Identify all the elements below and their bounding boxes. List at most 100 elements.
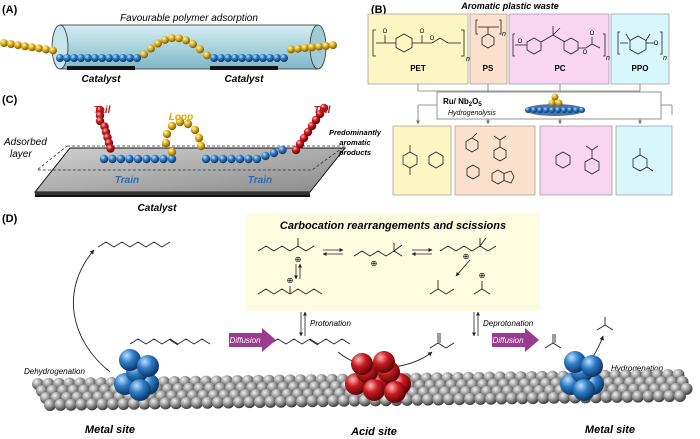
support-atom <box>159 397 172 410</box>
polymer-bead <box>245 54 253 62</box>
polymer-bead <box>329 41 337 50</box>
polymer-bead <box>182 36 190 45</box>
support-atom <box>275 395 287 408</box>
panel-b: (B) Aromatic plastic waste O O O n PET <box>329 1 673 196</box>
train-bead <box>108 154 117 164</box>
polymer-bead <box>112 54 120 62</box>
support-atom <box>317 395 329 408</box>
products-label-2: aromatic <box>339 138 371 147</box>
svg-text:Diffusion: Diffusion <box>229 336 261 345</box>
support-atom <box>531 107 537 113</box>
polymer-bead <box>266 54 274 62</box>
loop-bead <box>167 147 177 157</box>
polymer-bead <box>252 54 260 62</box>
catalyst-box: Ru/ Nb2O5 Hydrogenolysis <box>436 91 662 120</box>
support-atom <box>254 396 266 408</box>
polymer-bead <box>0 39 8 48</box>
support-atom <box>44 399 56 411</box>
panel-a-label: (A) <box>2 4 18 16</box>
support-atom <box>506 392 518 405</box>
acid-site-cluster <box>345 351 411 403</box>
polymer-bead <box>42 45 50 54</box>
support-atom <box>555 107 561 113</box>
support-atom <box>474 392 487 405</box>
tail-bead <box>291 145 301 155</box>
support-atom <box>327 394 340 407</box>
catalyst-formula-ru-nb: Ru/ Nb <box>443 97 469 106</box>
polymer-bead <box>189 40 197 49</box>
pc-label: PC <box>554 64 565 73</box>
panel-d-label: (D) <box>2 213 18 225</box>
support-atom <box>495 392 508 405</box>
product-box-ps <box>454 125 536 196</box>
polymer-bead <box>28 43 36 52</box>
support-atom <box>600 391 613 404</box>
panel-b-label: (B) <box>371 4 387 16</box>
ps-box: n PS <box>469 13 508 85</box>
polymer-bead <box>98 54 106 62</box>
ppo-subscript: n <box>663 55 667 62</box>
catalyst-bar-left <box>67 66 135 70</box>
support-atom <box>96 398 109 411</box>
tail-bead <box>307 121 317 131</box>
protonation-label: Protonation <box>310 319 351 328</box>
train-bead <box>252 154 262 164</box>
support-atom <box>525 107 531 113</box>
support-atom <box>674 390 686 402</box>
loop-bead <box>162 129 172 139</box>
ps-subscript: n <box>502 31 506 38</box>
train-bead <box>125 154 134 164</box>
svg-text:⊕: ⊕ <box>295 255 302 264</box>
support-atom <box>558 391 571 404</box>
polymer-bead <box>308 43 316 52</box>
support-atom <box>212 396 224 409</box>
polymer-bead <box>294 44 302 53</box>
support-atom <box>611 390 623 403</box>
support-atom <box>117 397 130 410</box>
tail-bead <box>295 139 305 149</box>
support-atom <box>549 107 555 113</box>
support-atom <box>537 107 543 113</box>
catalyst-label-right: Catalyst <box>225 74 265 85</box>
tail-label-left: Tail <box>94 105 111 116</box>
polymer-bead <box>238 54 246 62</box>
polymer-bead <box>56 54 64 62</box>
carbocation-title: Carbocation rearrangements and scissions <box>280 220 506 232</box>
svg-text:O: O <box>420 29 425 35</box>
panel-a: (A) Favourable polymer adsorption Cataly… <box>0 4 337 85</box>
product-box-pet <box>392 125 452 196</box>
panel-b-title: Aromatic plastic waste <box>460 1 559 11</box>
metal-site-cluster-left <box>114 349 159 401</box>
products-label-1: Predominantly <box>329 128 382 137</box>
tail-bead <box>299 133 309 143</box>
support-atom <box>432 393 445 406</box>
train-bead <box>269 148 279 158</box>
support-atom <box>485 392 497 405</box>
loop-bead <box>161 138 171 148</box>
support-atom <box>243 396 256 409</box>
train-label-left: Train <box>115 175 139 186</box>
support-atom <box>222 396 235 409</box>
polymer-bead <box>49 46 57 55</box>
support-atom <box>561 107 567 113</box>
catalyst-support-slab <box>32 368 693 411</box>
train-bead <box>116 154 126 164</box>
polymer-bead <box>203 51 211 60</box>
polymer-bead <box>301 44 309 52</box>
polymer-bead <box>21 42 29 51</box>
support-atom <box>149 397 161 410</box>
polymer-bead <box>217 54 225 62</box>
loop-bead <box>196 141 206 151</box>
pc-subscript: n <box>606 55 610 62</box>
polymer-bead <box>63 54 71 62</box>
catalyst-label-c: Catalyst <box>138 203 178 214</box>
ppo-label: PPO <box>632 64 649 73</box>
polymer-bead <box>126 54 134 62</box>
carbocation-structures <box>257 237 497 295</box>
polymer-bead <box>175 34 183 43</box>
product-box-pc <box>539 125 613 196</box>
support-atom <box>201 396 214 409</box>
support-atom <box>527 392 539 405</box>
support-atom <box>170 397 182 410</box>
support-atom <box>65 398 77 411</box>
